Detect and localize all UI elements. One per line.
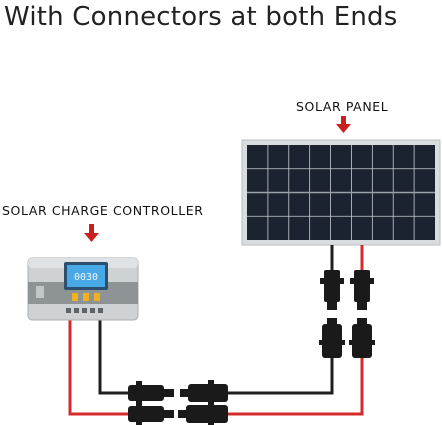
down-arrow-icon <box>336 116 351 133</box>
charge-controller-label: SOLAR CHARGE CONTROLLER <box>2 203 204 218</box>
solar-panel <box>241 139 441 246</box>
cable-positive-connector <box>349 318 375 358</box>
panel-negative-connector <box>320 270 344 310</box>
down-arrow-icon <box>84 224 99 242</box>
controller-screen <box>67 265 105 287</box>
controller-led <box>83 293 89 301</box>
controller-led <box>72 293 78 301</box>
solar-panel-label: SOLAR PANEL <box>296 99 389 114</box>
controller-negative-connector-pair <box>128 380 228 406</box>
page-title: With Connectors at both Ends <box>4 2 398 32</box>
controller-display-value: 0030 <box>74 272 98 283</box>
cable-negative-connector <box>319 318 345 358</box>
controller-positive-connector-pair <box>128 401 228 425</box>
extension-cables <box>68 318 364 416</box>
panel-positive-connector <box>350 270 374 310</box>
controller-led <box>94 293 100 301</box>
panel-leads <box>330 245 364 270</box>
charge-controller: 0030 <box>27 257 139 321</box>
